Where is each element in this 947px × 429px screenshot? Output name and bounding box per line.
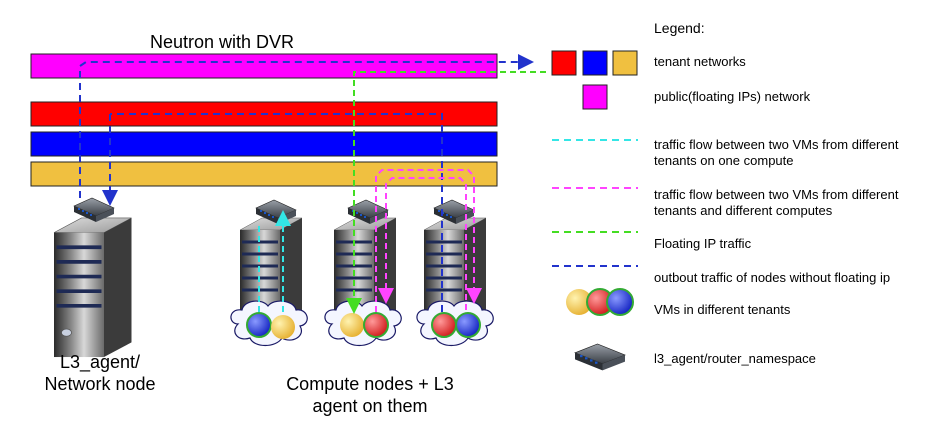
- legend-label-tenant-networks: tenant networks: [654, 54, 746, 69]
- vm-red-icon: [431, 312, 457, 338]
- compute-node-3-cloud-icon: [416, 300, 494, 347]
- network-node-caption: L3_agent/ Network node: [44, 352, 156, 394]
- legend-public-swatch: [582, 84, 608, 110]
- legend-label-floating-ip: Floating IP traffic: [654, 236, 752, 251]
- legend-yellow-swatch: [612, 50, 638, 76]
- same-compute-traffic-flow: [258, 210, 291, 312]
- legend-label-vms: VMs in different tenants: [654, 302, 791, 317]
- different-compute-traffic-flow: [375, 169, 482, 312]
- legend-label-router-namespace: l3_agent/router_namespace: [654, 351, 816, 366]
- compute-node-2-cloud-icon: [324, 300, 402, 347]
- legend-label-same-compute-flow: traffic flow between two VMs from differ…: [654, 137, 899, 168]
- vm-red-icon: [363, 312, 389, 338]
- legend-switch-icon: [574, 343, 626, 372]
- tenant-network-blue-bar: [30, 131, 498, 157]
- vm-yellow-icon: [271, 315, 295, 339]
- diagram-title: Neutron with DVR: [150, 32, 295, 52]
- legend-title: Legend:: [654, 20, 705, 36]
- outbound-traffic-flow: [79, 54, 534, 312]
- vm-yellow-icon: [340, 313, 364, 337]
- public-network-bar: [30, 53, 498, 79]
- floating-ip-traffic-flow: [346, 71, 546, 314]
- compute-nodes-caption: Compute nodes + L3 agent on them: [286, 374, 454, 416]
- legend-label-outbound: outbout traffic of nodes without floatin…: [654, 270, 891, 285]
- vm-blue-icon: [455, 312, 481, 338]
- network-node-server-icon: [52, 216, 134, 359]
- vm-blue-icon: [246, 312, 272, 338]
- legend-label-diff-compute-flow: traffic flow between two VMs from differ…: [654, 187, 899, 218]
- legend-vm-icons: [566, 288, 634, 316]
- legend-red-swatch: [551, 50, 577, 76]
- tenant-network-yellow-bar: [30, 161, 498, 187]
- compute-node-1-cloud-icon: [230, 300, 308, 347]
- legend-label-public-network: public(floating IPs) network: [654, 89, 811, 104]
- legend-blue-swatch: [582, 50, 608, 76]
